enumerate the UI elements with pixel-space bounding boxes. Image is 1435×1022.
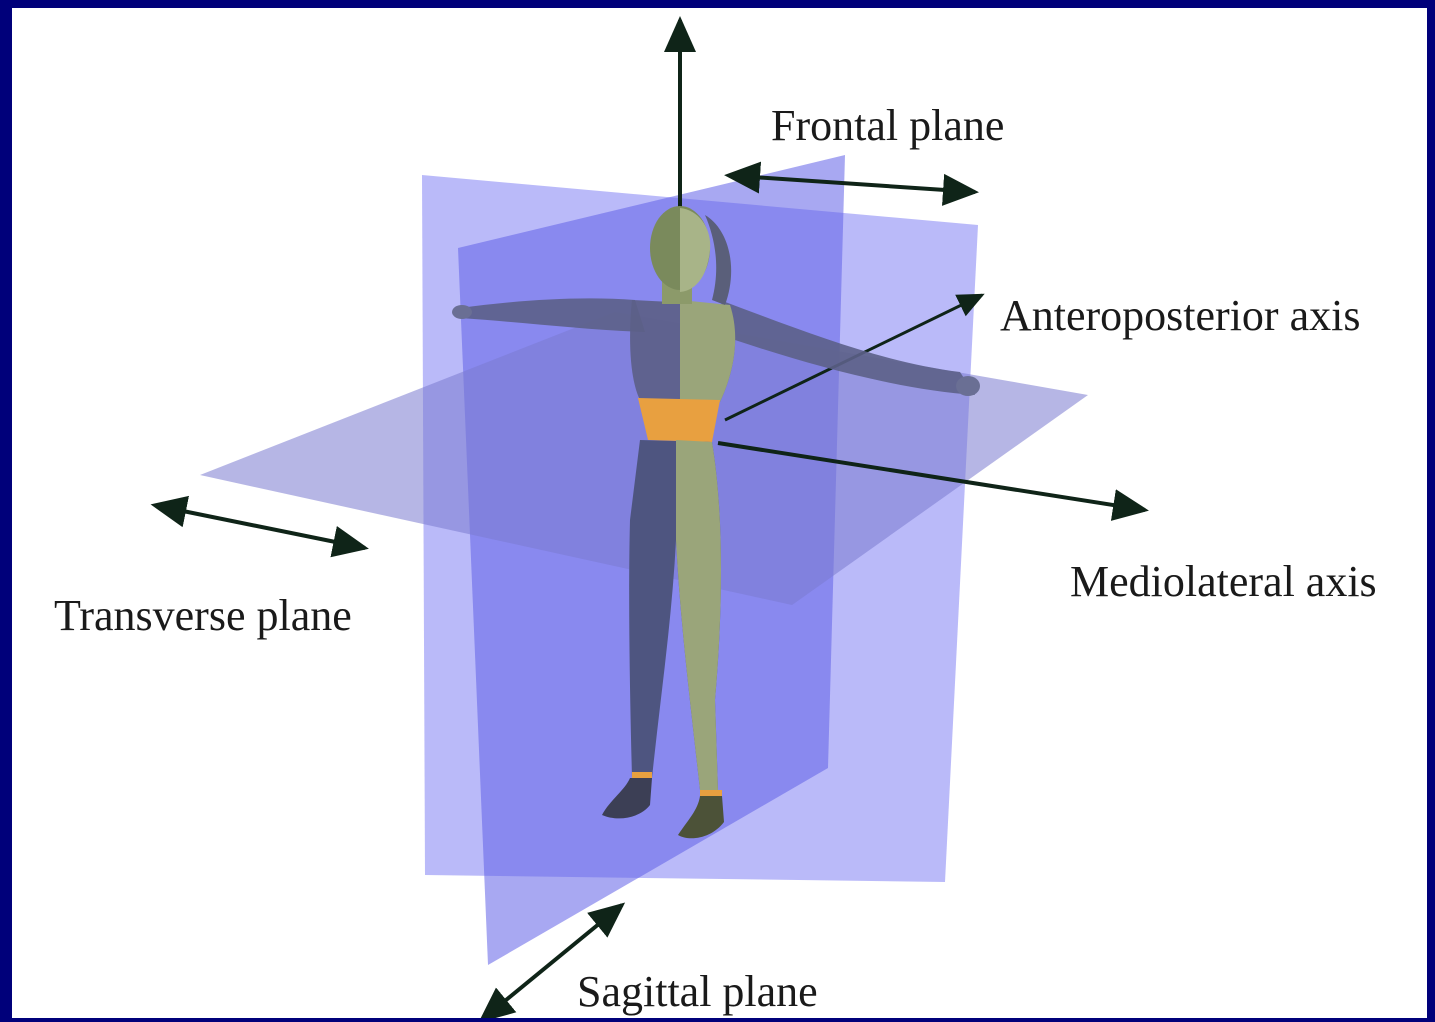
transverse-plane-label: Transverse plane xyxy=(54,594,352,638)
mediolateral-axis-label: Mediolateral axis xyxy=(1070,560,1377,604)
sagittal-plane-label: Sagittal plane xyxy=(577,970,818,1014)
body-planes-diagram xyxy=(12,8,1427,1018)
diagram-canvas: Frontal plane Anteroposterior axis Medio… xyxy=(12,8,1427,1018)
anteroposterior-axis-label: Anteroposterior axis xyxy=(1000,294,1360,338)
frontal-plane-label: Frontal plane xyxy=(771,104,1004,148)
transverse-plane-arrow xyxy=(178,510,365,548)
